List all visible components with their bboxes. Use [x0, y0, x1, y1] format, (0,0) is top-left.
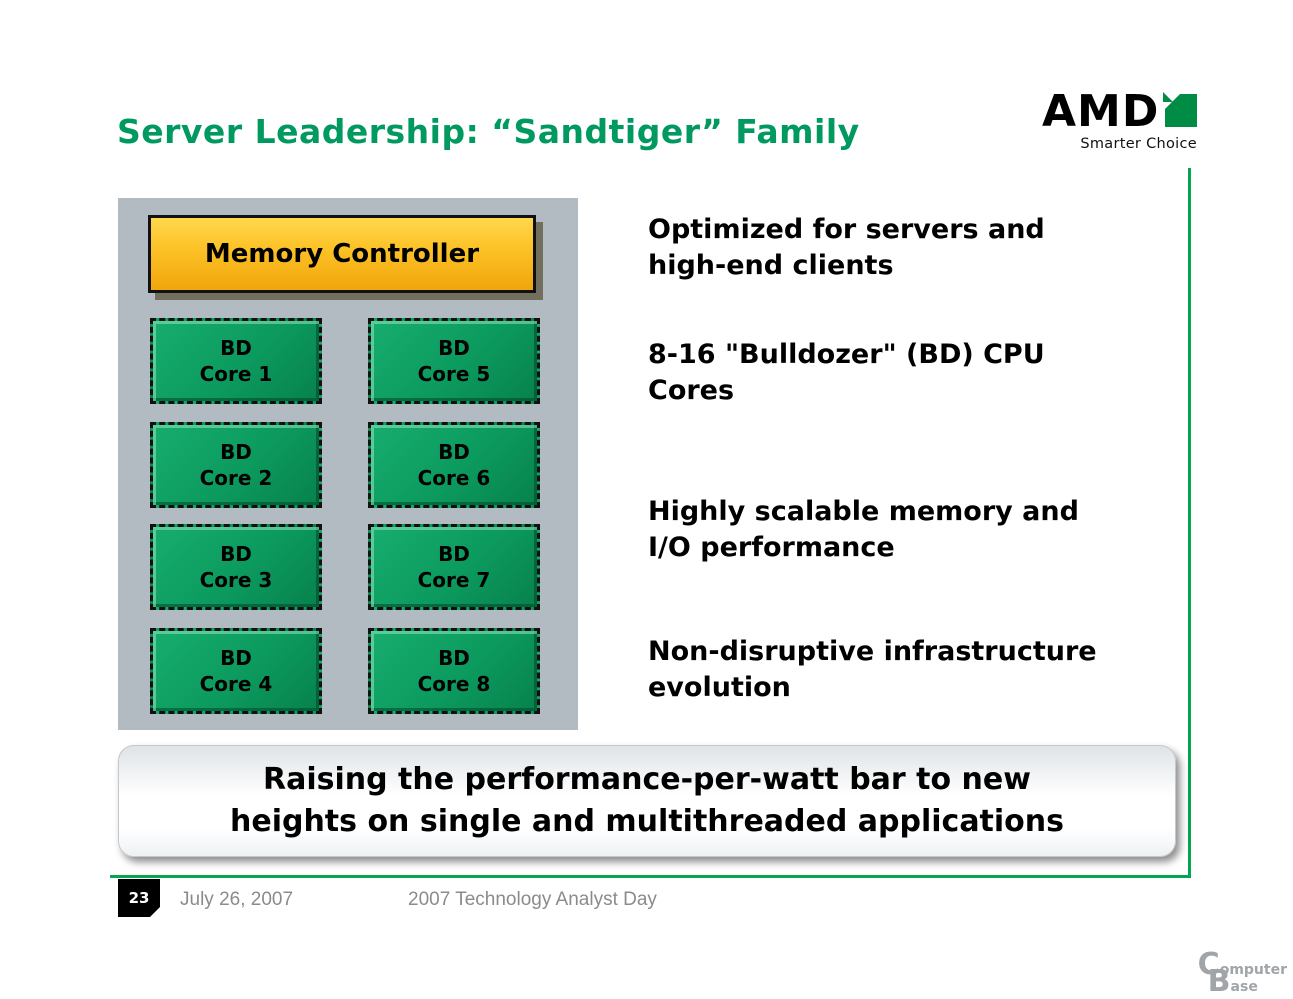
- core-label-top: BD: [220, 542, 252, 566]
- core-label-top: BD: [438, 646, 470, 670]
- watermark-line-1: Computer: [1197, 947, 1287, 982]
- core-label-bottom: Core 1: [199, 362, 273, 386]
- core-label-bottom: Core 2: [199, 466, 273, 490]
- bullet-optimized-servers: Optimized for servers and high-end clien…: [648, 214, 1045, 281]
- bullet-scalable-memory: Highly scalable memory and I/O performan…: [648, 496, 1079, 563]
- core-label-top: BD: [438, 542, 470, 566]
- bullet-bulldozer-cores: 8-16 "Bulldozer" (BD) CPU Cores: [648, 339, 1045, 406]
- core-block-1: BD Core 1: [150, 318, 322, 404]
- core-label-bottom: Core 8: [417, 672, 491, 696]
- page-number: 23: [128, 889, 150, 907]
- core-block-6: BD Core 6: [368, 422, 540, 508]
- core-block-4: BD Core 4: [150, 628, 322, 714]
- core-block-3: BD Core 3: [150, 524, 322, 610]
- amd-logo: AMD Smarter Choice: [1042, 90, 1197, 152]
- memory-controller-block: Memory Controller: [148, 215, 536, 293]
- core-label-top: BD: [220, 440, 252, 464]
- core-label-bottom: Core 3: [199, 568, 273, 592]
- bullet-infrastructure: Non-disruptive infrastructure evolution: [648, 636, 1097, 703]
- core-label-bottom: Core 6: [417, 466, 491, 490]
- core-label-bottom: Core 7: [417, 568, 491, 592]
- page-title: Server Leadership: “Sandtiger” Family: [117, 112, 860, 151]
- core-block-8: BD Core 8: [368, 628, 540, 714]
- core-label-top: BD: [438, 336, 470, 360]
- footer-date: July 26, 2007: [180, 889, 294, 910]
- accent-line-vertical: [1188, 168, 1191, 878]
- core-label-top: BD: [438, 440, 470, 464]
- accent-line-horizontal: [110, 875, 1191, 878]
- core-block-5: BD Core 5: [368, 318, 540, 404]
- core-label-top: BD: [220, 646, 252, 670]
- amd-wordmark: AMD: [1042, 86, 1160, 137]
- core-block-7: BD Core 7: [368, 524, 540, 610]
- core-label-bottom: Core 4: [199, 672, 273, 696]
- computerbase-watermark: Computer Base: [1197, 947, 1287, 999]
- amd-arrow-icon: [1163, 92, 1197, 127]
- amd-tagline: Smarter Choice: [1080, 136, 1197, 152]
- core-block-2: BD Core 2: [150, 422, 322, 508]
- chip-diagram-panel: Memory Controller BD Core 1 BD Core 2 BD…: [118, 198, 578, 730]
- core-label-top: BD: [220, 336, 252, 360]
- summary-banner: Raising the performance-per-watt bar to …: [118, 745, 1176, 857]
- footer-event: 2007 Technology Analyst Day: [408, 889, 657, 910]
- core-label-bottom: Core 5: [417, 362, 491, 386]
- watermark-line-2: Base: [1207, 964, 1258, 999]
- page-number-box: 23: [118, 879, 160, 917]
